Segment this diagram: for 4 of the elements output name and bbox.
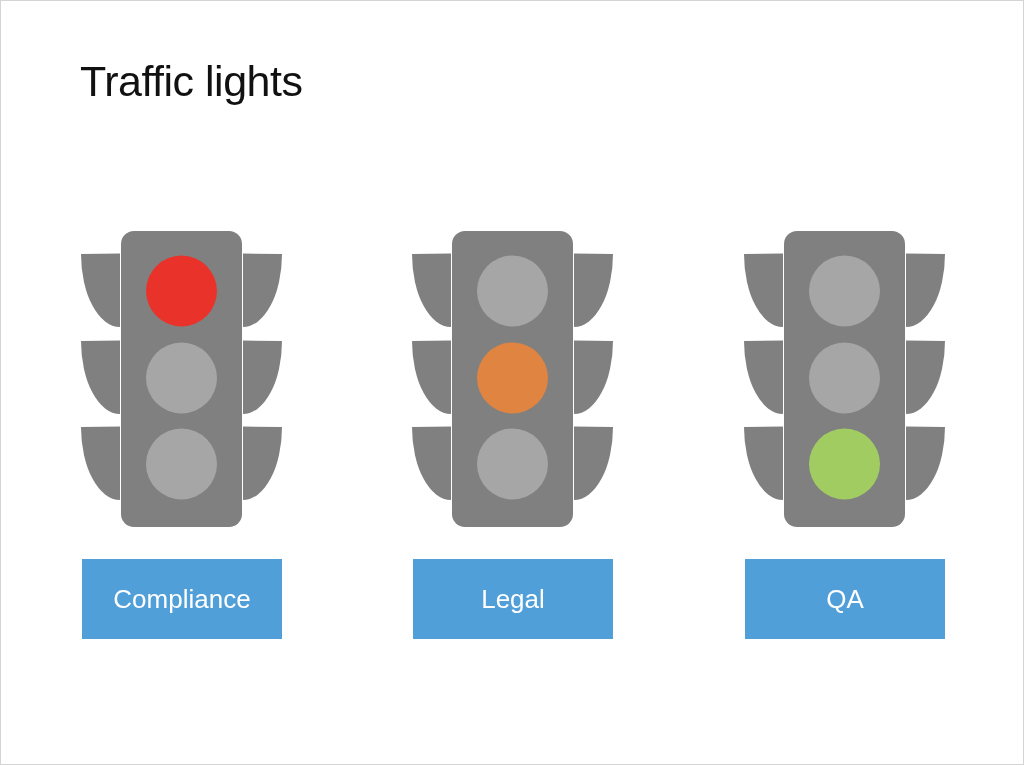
category-label: Legal bbox=[413, 559, 613, 639]
category-label: QA bbox=[745, 559, 945, 639]
category-label: Compliance bbox=[82, 559, 282, 639]
slide-title: Traffic lights bbox=[80, 57, 303, 107]
